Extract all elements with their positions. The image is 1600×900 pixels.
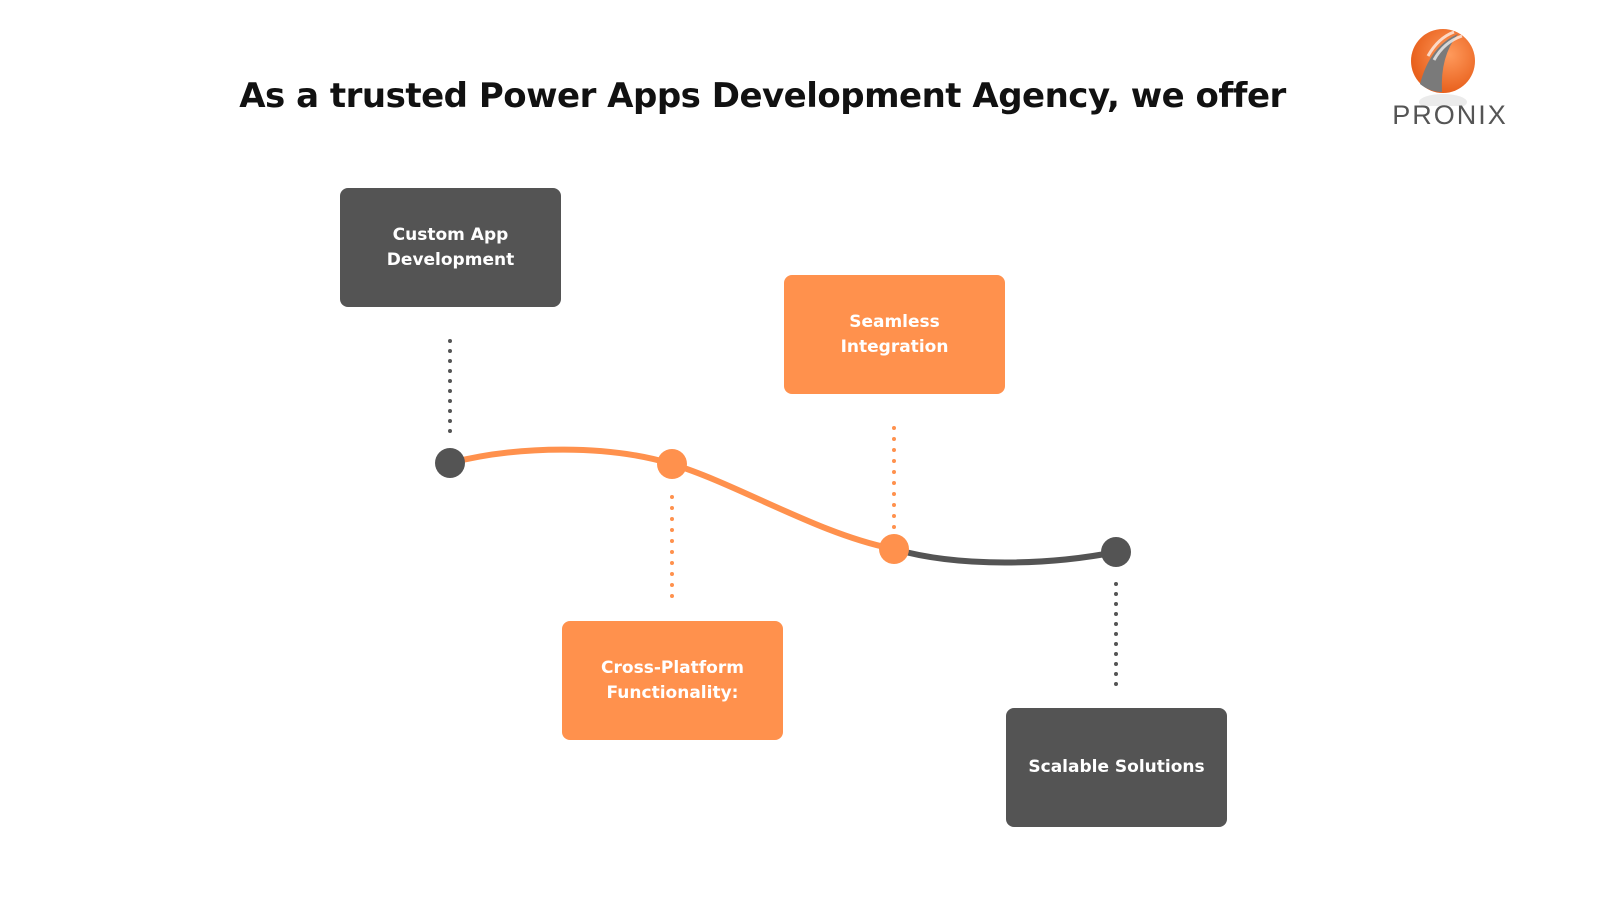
- step-custom-app-development: Custom App Development: [340, 188, 561, 307]
- logo-sphere-icon: [1411, 29, 1475, 110]
- page-title: As a trusted Power Apps Development Agen…: [239, 76, 1286, 116]
- step-label: Cross-Platform Functionality:: [601, 657, 744, 703]
- step-label: Scalable Solutions: [1028, 757, 1205, 777]
- step-label: Custom App Development: [386, 224, 515, 270]
- step-label: Seamless Integration: [840, 311, 949, 357]
- logo-text: PRONIX: [1392, 100, 1508, 130]
- node-3: [879, 534, 909, 564]
- node-4: [1101, 537, 1131, 567]
- curve-dark: [893, 546, 1117, 566]
- pronix-logo: PRONIX: [1370, 26, 1530, 136]
- node-2: [657, 449, 687, 479]
- step-scalable-solutions: Scalable Solutions: [1006, 708, 1227, 827]
- node-1: [435, 448, 465, 478]
- step-cross-platform-functionality: Cross-Platform Functionality:: [562, 621, 783, 740]
- step-seamless-integration: Seamless Integration: [784, 275, 1005, 394]
